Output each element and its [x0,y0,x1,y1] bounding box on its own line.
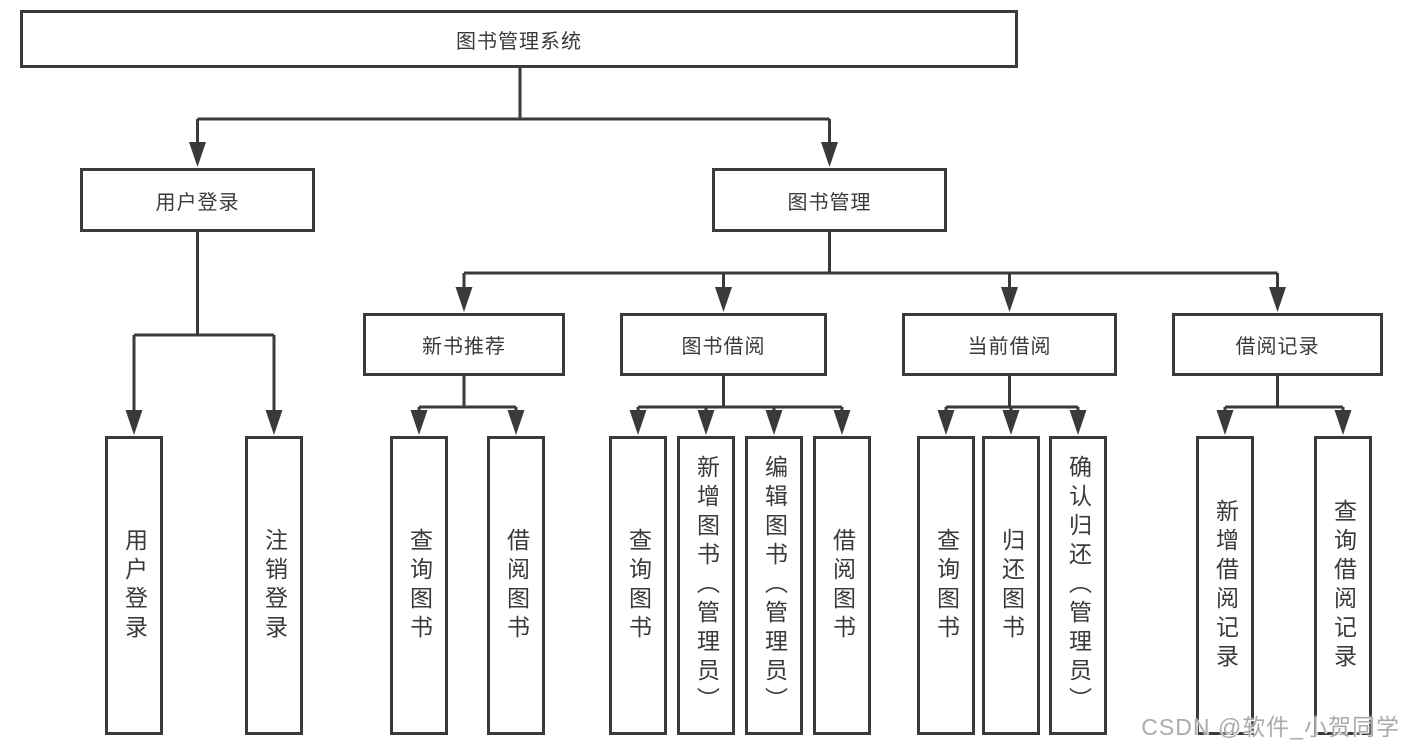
leaf-rec-query-borrow-record: 查询借阅记录 [1314,436,1372,735]
csdn-watermark: CSDN @软件_小贺同学 [1141,714,1400,740]
leaf-label: 借阅图书 [503,527,530,644]
node-label: 借阅记录 [1235,336,1320,358]
node-label: 新书推荐 [422,336,506,358]
leaf-user-login: 用户登录 [105,436,163,735]
leaf-cb-query-books: 查询图书 [917,436,975,735]
node-current-borrow: 当前借阅 [902,313,1117,376]
leaf-label: 查询借阅记录 [1330,498,1357,673]
leaf-nb-query-books: 查询图书 [390,436,448,735]
leaf-label: 归还图书 [998,527,1025,644]
node-label: 图书借阅 [681,336,766,358]
node-root-label: 图书管理系统 [456,30,582,53]
node-book-management: 图书管理 [712,168,947,232]
leaf-bb-edit-books-admin: 编辑图书（管理员） [745,436,803,735]
leaf-cb-confirm-return-admin: 确认归还（管理员） [1049,436,1107,735]
node-book-borrow: 图书借阅 [620,313,827,376]
leaf-label: 注销登录 [261,527,288,644]
node-new-book-recommend: 新书推荐 [363,313,565,376]
node-root: 图书管理系统 [20,10,1018,68]
node-user-login: 用户登录 [80,168,315,232]
node-label: 图书管理 [787,191,872,214]
leaf-bb-borrow-books: 借阅图书 [813,436,871,735]
leaf-rec-add-borrow-record: 新增借阅记录 [1196,436,1254,735]
leaf-label: 查询图书 [625,527,652,644]
leaf-label: 借阅图书 [829,527,856,644]
leaf-label: 新增图书（管理员） [693,455,720,716]
leaf-label: 新增借阅记录 [1212,498,1239,673]
leaf-label: 编辑图书（管理员） [761,455,788,716]
leaf-bb-query-books: 查询图书 [609,436,667,735]
node-label: 用户登录 [155,191,240,214]
leaf-label: 确认归还（管理员） [1065,455,1092,716]
node-borrow-records: 借阅记录 [1172,313,1383,376]
leaf-label: 查询图书 [406,527,433,644]
leaf-label: 查询图书 [933,527,960,644]
leaf-bb-add-books-admin: 新增图书（管理员） [677,436,735,735]
leaf-label: 用户登录 [121,527,148,644]
leaf-logout: 注销登录 [245,436,303,735]
leaf-nb-borrow-books: 借阅图书 [487,436,545,735]
node-label: 当前借阅 [967,336,1052,358]
leaf-cb-return-books: 归还图书 [982,436,1040,735]
